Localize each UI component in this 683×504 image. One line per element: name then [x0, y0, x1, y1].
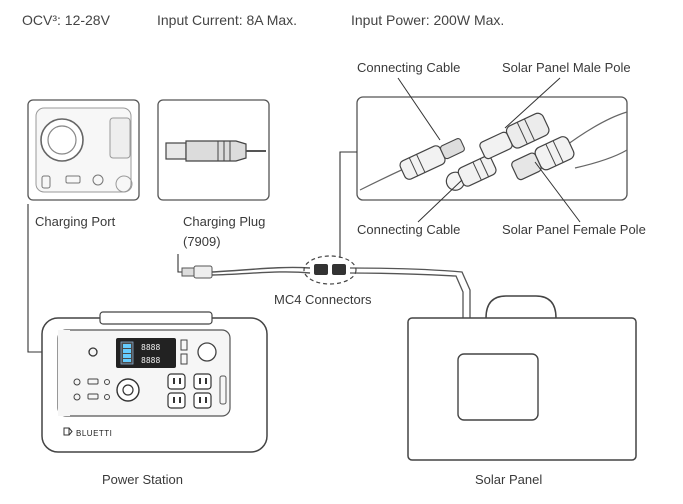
display-digits-bottom: 8888 [141, 356, 160, 365]
mc4-inset [356, 77, 628, 223]
charging-plug-label: Charging Plug [183, 214, 266, 229]
solar-panel-label: Solar Panel [475, 472, 543, 487]
brand-logo-text: BLUETTI [76, 429, 112, 438]
ocv-spec: OCV³: 12-28V [22, 12, 110, 28]
charging-port-inset [27, 99, 140, 201]
female-pole-label: Solar Panel Female Pole [502, 222, 646, 237]
connecting-cable-top-label: Connecting Cable [357, 60, 461, 75]
power-station-label: Power Station [102, 472, 183, 487]
power-station: 8888 8888 BLUETTI [41, 311, 268, 453]
mc4-connectors-label: MC4 Connectors [274, 292, 372, 307]
connecting-cable-bottom-label: Connecting Cable [357, 222, 461, 237]
male-pole-label: Solar Panel Male Pole [502, 60, 631, 75]
input-current-spec: Input Current: 8A Max. [157, 12, 298, 28]
solar-panel [407, 295, 637, 461]
display-digits-top: 8888 [141, 343, 160, 352]
input-power-spec: Input Power: 200W Max. [351, 12, 505, 28]
charging-port-label: Charging Port [35, 214, 116, 229]
charging-plug-model-label: (7909) [183, 234, 221, 249]
charging-plug-inset [157, 99, 270, 201]
charging-cable [181, 255, 471, 360]
